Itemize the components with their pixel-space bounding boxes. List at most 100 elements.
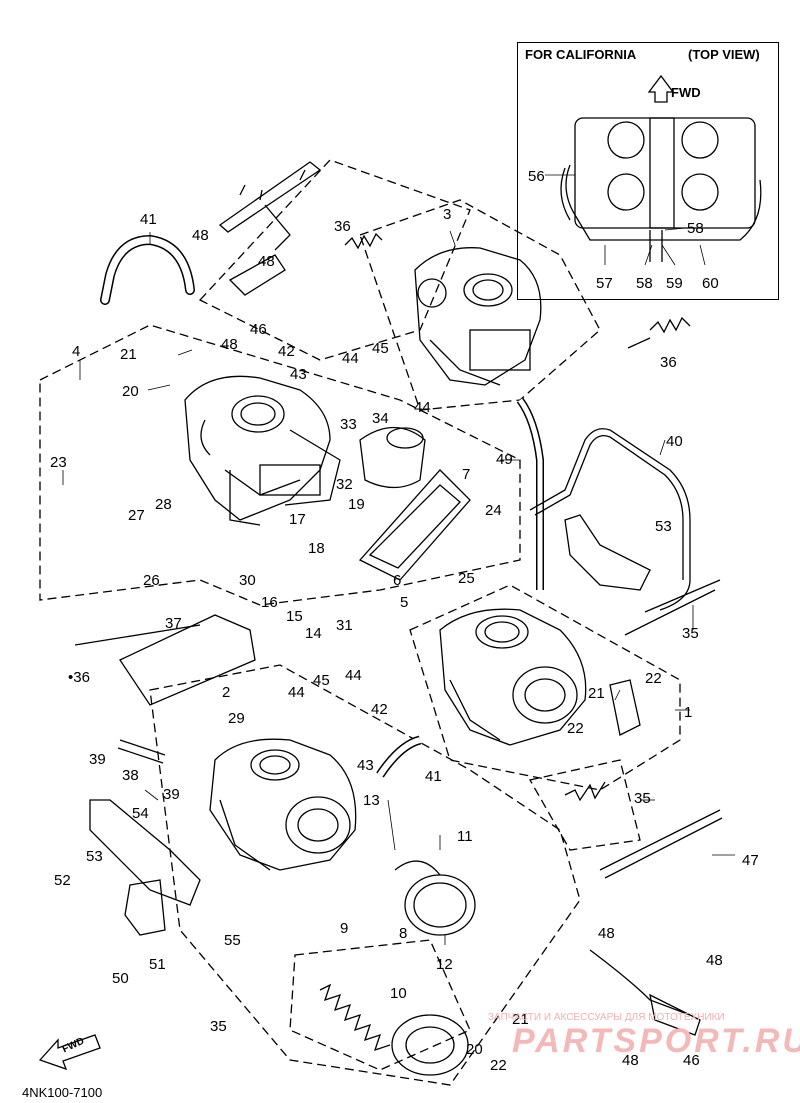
pipe-38 [119, 739, 166, 756]
carburetor-1 [439, 608, 587, 746]
spring-36-top [649, 316, 691, 334]
california-inset-frame [517, 42, 779, 300]
callout-10: 10 [390, 985, 407, 1002]
hose-49 [516, 397, 544, 590]
carburetor-3 [414, 247, 542, 386]
callout-19: 19 [348, 496, 365, 513]
callout-31: 31 [336, 617, 353, 634]
callout-41a: 41 [140, 211, 157, 228]
linkage-bracket-1 [609, 679, 641, 736]
diagram-code: 4NK100-7100 [22, 1085, 103, 1100]
callout-48f: 48 [622, 1052, 639, 1069]
callout-43b: 43 [357, 757, 374, 774]
watermark-small: ЗАПЧАСТИ И АКСЕССУАРЫ ДЛЯ МОТОТЕХНИКИ [488, 1012, 725, 1023]
callout-44b: 44 [414, 399, 431, 416]
callout-17: 17 [289, 511, 306, 528]
float-chamber-cover [358, 469, 471, 581]
callout-18: 18 [308, 540, 325, 557]
watermark-big: PARTSPORT.RU [512, 1022, 800, 1060]
callout-53b: 53 [86, 848, 103, 865]
callout-50: 50 [112, 970, 129, 987]
callout-35c: 35 [210, 1018, 227, 1035]
leader-lines [62, 174, 735, 945]
cover-bottom [391, 1014, 469, 1076]
callout-11: 11 [457, 828, 473, 845]
callout-39a: 39 [89, 751, 106, 768]
spring-10 [319, 983, 391, 1052]
callout-35b: 35 [634, 790, 651, 807]
callout-32: 32 [336, 476, 353, 493]
callout-48c: 48 [221, 336, 238, 353]
callout-59: 59 [666, 275, 683, 292]
callout-36a: 36 [334, 218, 351, 235]
callout-56: 56 [528, 168, 545, 185]
callout-9: 9 [340, 920, 349, 937]
callout-54: 54 [132, 805, 149, 822]
callout-46b: 46 [683, 1052, 700, 1069]
bracket-53-upper [564, 514, 651, 591]
callout-33: 33 [340, 416, 357, 433]
callout-45b: 45 [313, 672, 330, 689]
callout-16: 16 [261, 594, 278, 611]
rod-35-mid [624, 589, 716, 636]
callout-1: 1 [684, 704, 693, 721]
callout-48e: 48 [706, 952, 723, 969]
callout-51: 51 [149, 956, 166, 973]
callout-15: 15 [286, 608, 303, 625]
spring-35-mid [564, 781, 606, 802]
callout-21c: 21 [512, 1011, 529, 1028]
throttle-shaft-47 [599, 809, 721, 871]
inset-title: FOR CALIFORNIA [525, 47, 637, 62]
callout-14: 14 [305, 625, 322, 642]
callout-45a: 45 [372, 340, 389, 357]
callout-20a: 20 [122, 383, 139, 400]
callout-22b: 22 [567, 720, 584, 737]
callout-30: 30 [239, 572, 256, 589]
callout-13: 13 [363, 792, 380, 809]
rod-36-left [74, 624, 201, 646]
callout-48b: 48 [258, 253, 275, 270]
plate-37 [119, 614, 256, 706]
callout-24: 24 [485, 502, 502, 519]
group-boundaries [39, 159, 681, 1086]
callout-58b: 58 [636, 275, 653, 292]
callout-40: 40 [666, 433, 683, 450]
callout-6: 6 [393, 572, 402, 589]
callout-39b: 39 [163, 786, 180, 803]
diaphragm-12 [394, 860, 476, 936]
callout-55: 55 [224, 932, 241, 949]
callout-26: 26 [143, 572, 160, 589]
throttle-position-sensor [124, 879, 166, 936]
callout-43a: 43 [290, 366, 307, 383]
callout-36b: 36 [660, 354, 677, 371]
callout-27: 27 [128, 507, 145, 524]
carburetor-4 [184, 375, 341, 526]
callout-5: 5 [400, 594, 409, 611]
inset-fwd-label: FWD [671, 85, 701, 100]
callout-48a: 48 [192, 227, 209, 244]
spring-36-mid [344, 232, 383, 250]
callout-46a: 46 [250, 321, 267, 338]
carburetor-2 [209, 738, 357, 871]
callout-34: 34 [372, 410, 389, 427]
fwd-arrow-bottom [38, 1034, 101, 1071]
callout-22a: 22 [645, 670, 662, 687]
callout-60: 60 [702, 275, 719, 292]
callout-22c: 22 [490, 1057, 507, 1074]
callout-29: 29 [228, 710, 245, 727]
callout-23: 23 [50, 454, 67, 471]
callout-58a: 58 [687, 220, 704, 237]
callout-4: 4 [72, 343, 81, 360]
callout-44c: 44 [345, 667, 362, 684]
callout-3: 3 [443, 206, 452, 223]
callout-28: 28 [155, 496, 172, 513]
callout-44a: 44 [342, 350, 359, 367]
callout-44d: 44 [288, 684, 305, 701]
callout-52: 52 [54, 872, 71, 889]
callout-42a: 42 [278, 343, 295, 360]
callout-8: 8 [399, 925, 408, 942]
callout-12: 12 [436, 956, 453, 973]
throttle-cable-bottom [589, 949, 691, 1016]
callout-48d: 48 [598, 925, 615, 942]
callout-35a: 35 [682, 625, 699, 642]
